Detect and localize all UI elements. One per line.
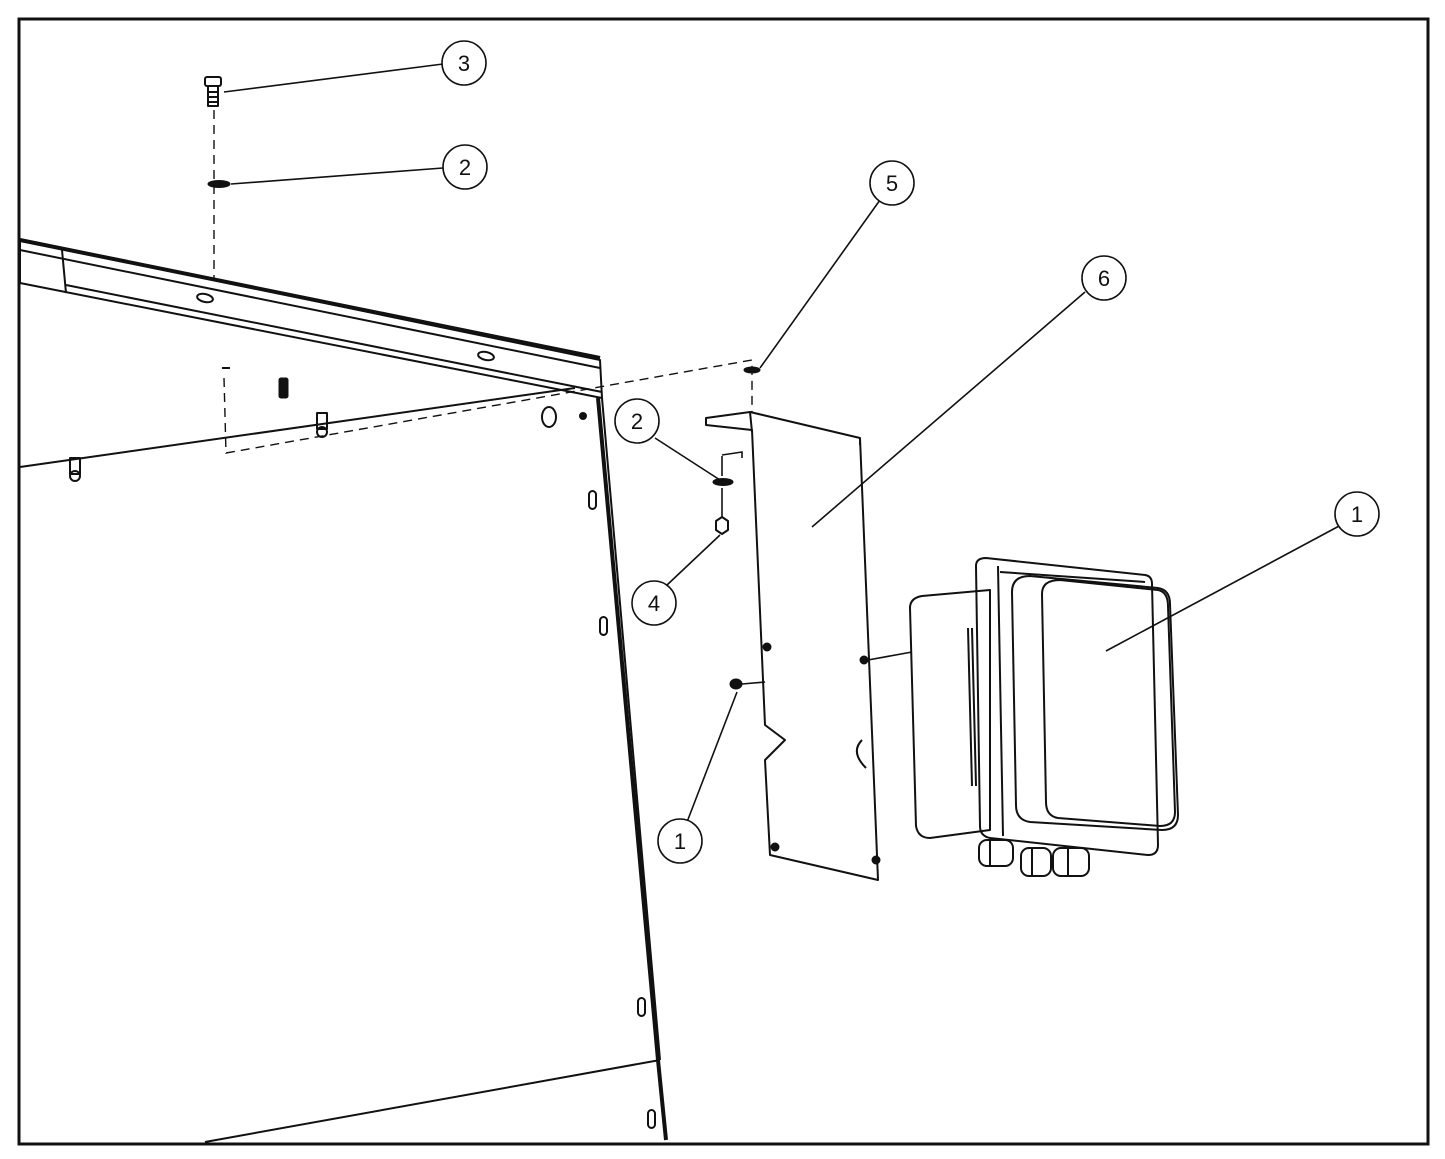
- callout-2-top: 2: [442, 144, 488, 190]
- svg-text:4: 4: [648, 591, 660, 616]
- washer-item-2-top: [207, 180, 231, 188]
- assembly-path-loop: [223, 359, 753, 454]
- svg-text:6: 6: [1098, 266, 1110, 291]
- svg-text:1: 1: [674, 829, 686, 854]
- svg-text:5: 5: [886, 171, 898, 196]
- svg-text:2: 2: [459, 155, 471, 180]
- clip-left: [69, 457, 81, 482]
- mounting-bracket-item-6: [705, 411, 881, 881]
- washer-item-2-mid: [712, 478, 734, 486]
- enclosure-attach-leader: [867, 651, 913, 661]
- callout-6: 6: [1081, 255, 1127, 301]
- stud: [278, 377, 289, 399]
- washer-item-5: [743, 366, 761, 374]
- svg-text:3: 3: [458, 51, 470, 76]
- svg-text:1: 1: [1351, 502, 1363, 527]
- callout-2-middle: 2: [614, 398, 660, 444]
- callout-5: 5: [869, 160, 915, 206]
- svg-text:2: 2: [631, 409, 643, 434]
- cabinet-body: [19, 238, 668, 1143]
- callout-1-bottom: 1: [657, 818, 703, 864]
- screw-item-3: [204, 76, 222, 107]
- callout-4: 4: [631, 580, 677, 626]
- callout-1-right: 1: [1334, 491, 1380, 537]
- drawing-frame: [17, 17, 1430, 1146]
- cable-glands: [978, 839, 1090, 877]
- callout-3-top: 3: [441, 40, 487, 86]
- nut-item-4: [715, 516, 729, 535]
- clip-middle: [316, 412, 328, 438]
- electrical-enclosure-item-1: [909, 557, 1179, 877]
- screw-item-1-bracket: [729, 678, 766, 690]
